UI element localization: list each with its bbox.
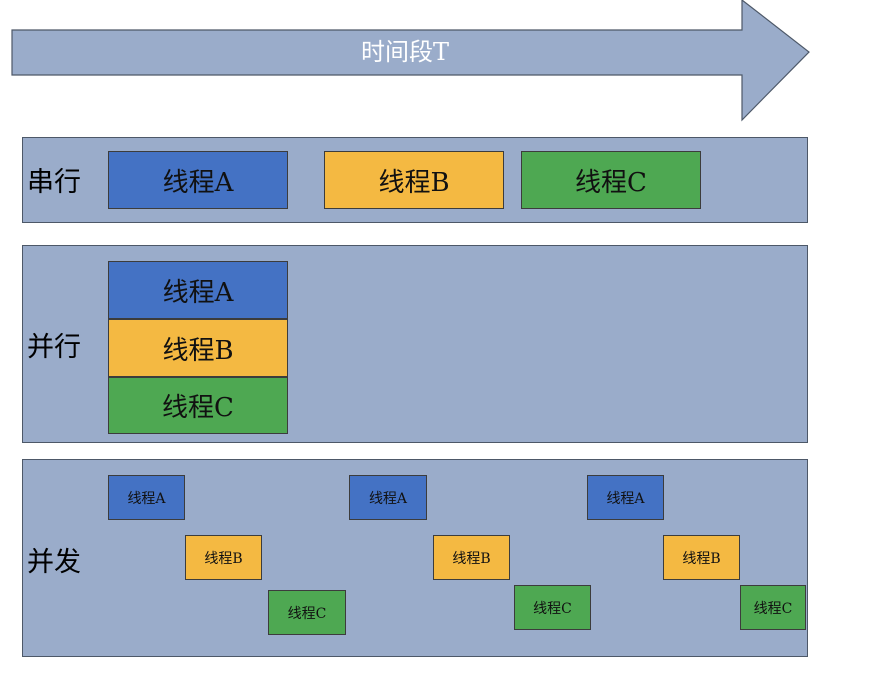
serial-thread-b: 线程B bbox=[324, 151, 504, 209]
serial-thread-a: 线程A bbox=[108, 151, 288, 209]
serial-label: 串行 bbox=[27, 167, 81, 198]
parallel-thread-a: 线程A bbox=[108, 261, 288, 319]
concurrent-thread-c-2: 线程C bbox=[514, 585, 591, 630]
serial-thread-c: 线程C bbox=[521, 151, 701, 209]
parallel-label: 并行 bbox=[27, 332, 81, 363]
concurrent-thread-a-1: 线程A bbox=[108, 475, 185, 520]
parallel-thread-c: 线程C bbox=[108, 377, 288, 434]
timeline-label: 时间段T bbox=[360, 38, 449, 66]
concurrent-thread-b-1: 线程B bbox=[185, 535, 262, 580]
concurrent-label: 并发 bbox=[27, 547, 81, 578]
timeline-arrow bbox=[11, 0, 810, 122]
concurrent-thread-a-2: 线程A bbox=[349, 475, 427, 520]
concurrent-thread-c-1: 线程C bbox=[268, 590, 346, 635]
concurrent-thread-a-3: 线程A bbox=[587, 475, 664, 520]
parallel-thread-b: 线程B bbox=[108, 319, 288, 377]
concurrent-thread-b-3: 线程B bbox=[663, 535, 740, 580]
concurrent-thread-b-2: 线程B bbox=[433, 535, 510, 580]
concurrent-thread-c-3: 线程C bbox=[740, 585, 806, 630]
